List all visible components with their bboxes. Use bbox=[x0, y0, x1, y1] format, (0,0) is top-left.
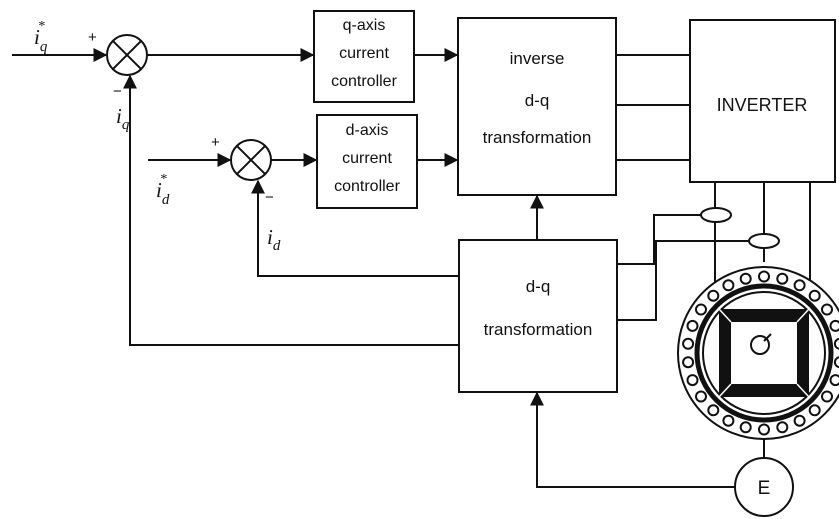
encoder-block: E bbox=[734, 457, 794, 517]
stator-slot bbox=[776, 272, 789, 285]
stator-slot bbox=[793, 414, 806, 427]
stator-slot bbox=[833, 337, 839, 350]
stator-slot bbox=[808, 404, 821, 417]
d-sum-minus-sign: − bbox=[265, 189, 274, 206]
inverse-dq-line-1: inverse bbox=[510, 49, 565, 68]
stator-slot bbox=[776, 421, 789, 434]
stator-slot bbox=[722, 279, 735, 292]
stator-slot bbox=[833, 356, 839, 369]
stator-slot bbox=[821, 303, 833, 316]
q-sum-minus-sign: − bbox=[113, 83, 122, 100]
stator-slot bbox=[682, 356, 695, 369]
current-sense-line-2 bbox=[617, 240, 750, 321]
stator-slot bbox=[695, 390, 707, 403]
d-axis-controller-block: d-axis current controller bbox=[316, 114, 418, 209]
stator-slot bbox=[707, 404, 720, 417]
motor-icon bbox=[677, 266, 839, 440]
d-controller-line-1: d-axis bbox=[346, 122, 389, 139]
encoder-label: E bbox=[758, 478, 771, 499]
stator-slot bbox=[829, 374, 839, 387]
current-sense-line-1 bbox=[617, 214, 702, 265]
inverse-dq-line-3: transformation bbox=[483, 128, 592, 147]
id-ref-label: id* bbox=[156, 172, 170, 208]
stator-slot bbox=[821, 390, 833, 403]
d-controller-line-2: current bbox=[342, 150, 392, 167]
q-controller-line-2: current bbox=[339, 45, 389, 62]
current-sensor-phase-a bbox=[700, 207, 732, 223]
stator-slot bbox=[707, 289, 720, 302]
id-feedback-label: id bbox=[267, 225, 281, 254]
stator-slot bbox=[739, 272, 752, 285]
dq-transformation-block: d-q transformation bbox=[458, 239, 618, 393]
inverse-dq-transformation-block: inverse d-q transformation bbox=[457, 17, 617, 196]
stator-slot bbox=[722, 414, 735, 427]
iq-ref-label: iq* bbox=[34, 19, 48, 55]
stator-slot bbox=[808, 289, 821, 302]
d-sum-plus-sign: + bbox=[211, 134, 220, 151]
stator-slot bbox=[829, 319, 839, 332]
current-sensor-phase-b bbox=[748, 233, 780, 249]
stator-slot bbox=[695, 303, 707, 316]
q-controller-line-3: controller bbox=[331, 73, 397, 90]
d-controller-line-3: controller bbox=[334, 178, 400, 195]
stator-slot bbox=[758, 423, 770, 436]
inverter-label: INVERTER bbox=[717, 95, 808, 115]
q-controller-line-1: q-axis bbox=[343, 17, 386, 34]
iq-feedback-path bbox=[123, 74, 459, 346]
q-axis-controller-block: q-axis current controller bbox=[313, 10, 415, 103]
encoder-feedback-path bbox=[530, 391, 735, 488]
stator-slot bbox=[686, 374, 699, 387]
stator-slot bbox=[739, 421, 752, 434]
stator-slot-ring bbox=[682, 270, 839, 436]
q-summing-junction bbox=[106, 34, 148, 76]
id-feedback-path bbox=[251, 179, 459, 277]
dq-line-2: transformation bbox=[484, 320, 593, 339]
q-sum-plus-sign: + bbox=[88, 29, 97, 46]
iq-feedback-label: iq bbox=[116, 104, 130, 133]
stator-slot bbox=[793, 279, 806, 292]
inverse-dq-line-2: d-q bbox=[525, 91, 550, 110]
stator-slot bbox=[682, 337, 695, 350]
d-summing-junction bbox=[230, 139, 272, 181]
stator-slot bbox=[758, 270, 770, 283]
inverter-block: INVERTER bbox=[689, 19, 836, 183]
stator-slot bbox=[686, 319, 699, 332]
dq-line-1: d-q bbox=[526, 277, 551, 296]
